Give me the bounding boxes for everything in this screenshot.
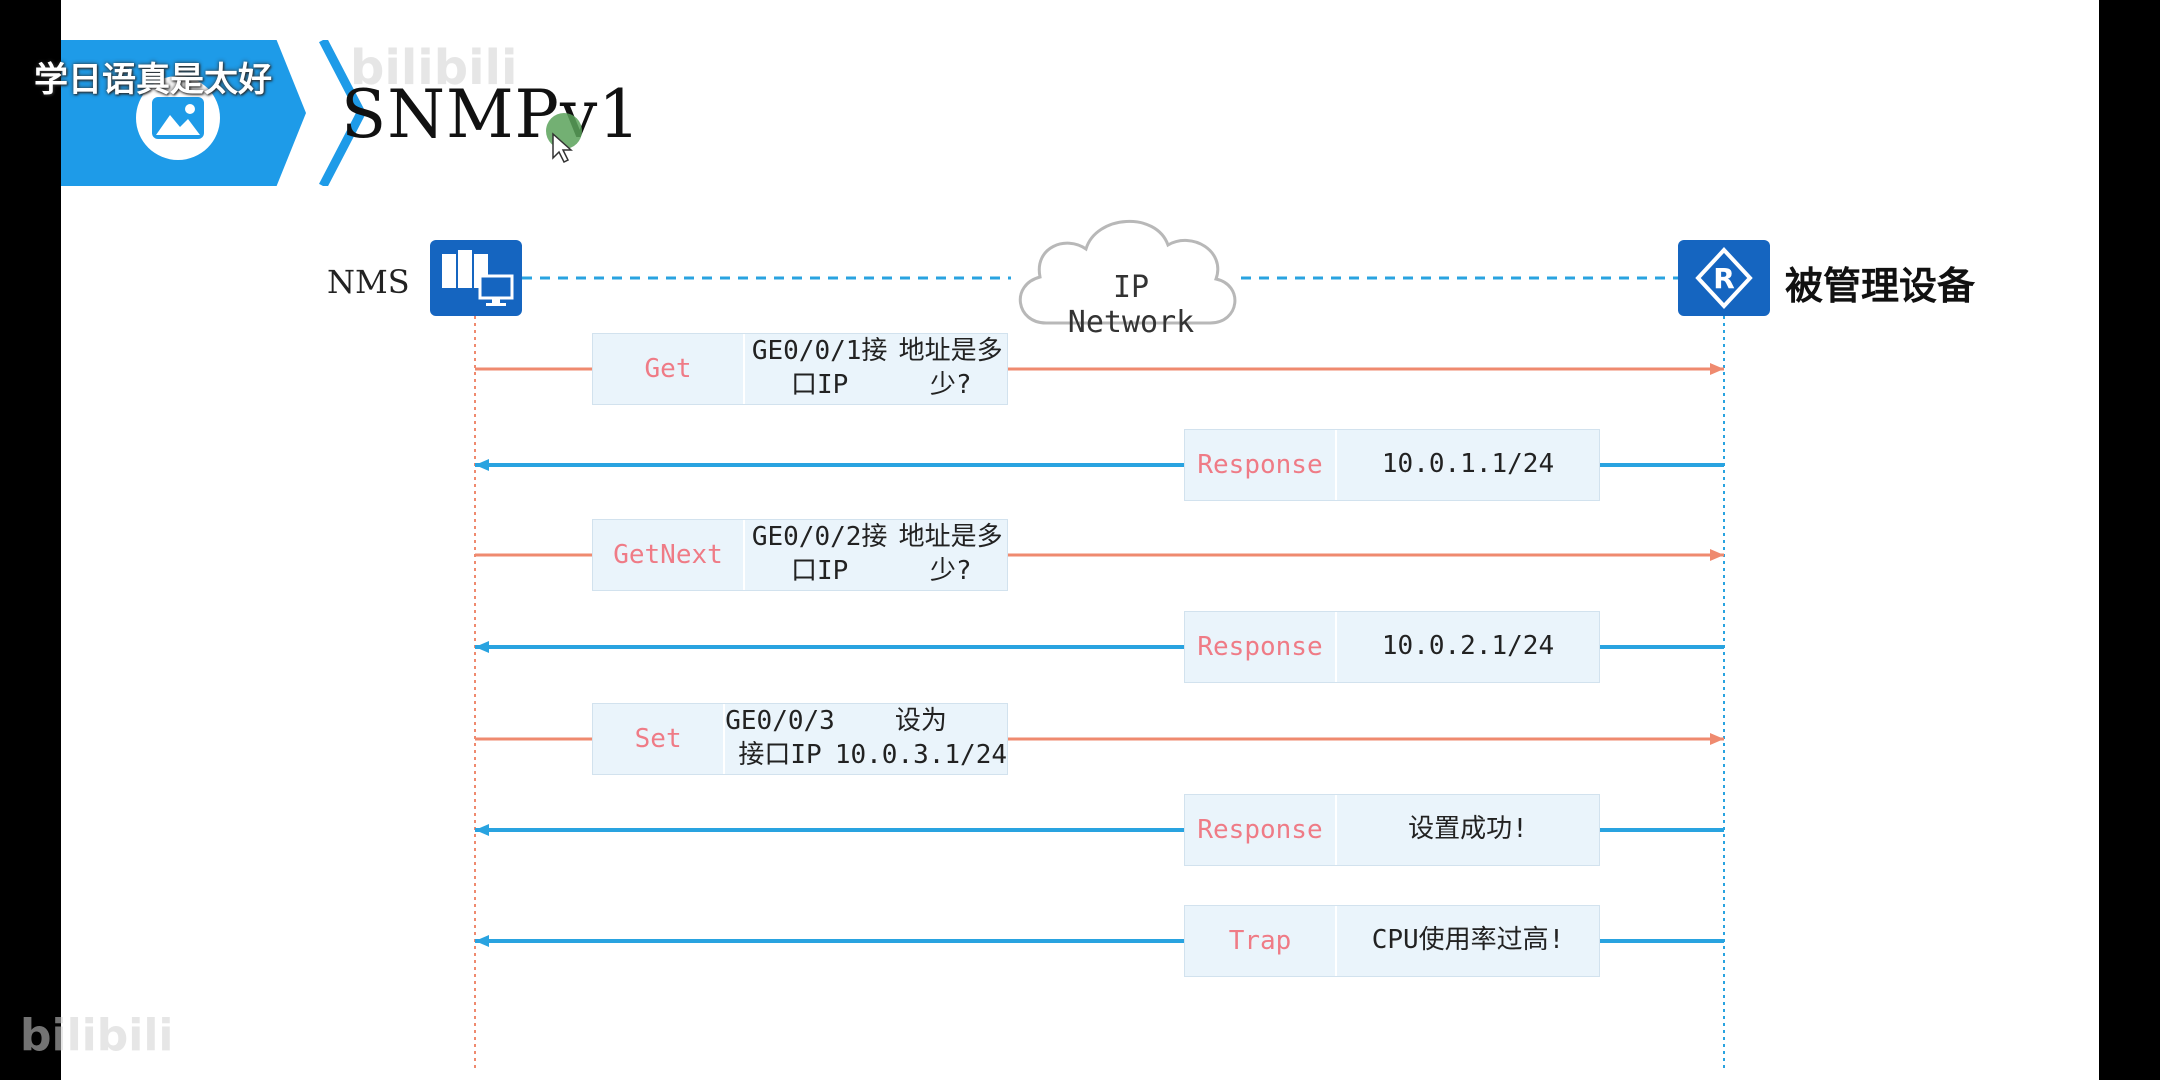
bilibili-watermark-bottom: bilibili: [20, 1010, 174, 1061]
header-chevron: [319, 40, 367, 186]
network-label: IP Network: [1067, 270, 1195, 340]
message-type: Response: [1185, 795, 1337, 865]
message-line-1: GE0/0/2接口IP: [751, 522, 888, 586]
slide-title: SNMPv1: [341, 76, 642, 153]
arrow-head-icon: [475, 641, 489, 653]
message-line-1: 设置成功!: [1408, 814, 1528, 845]
message-type: Get: [593, 334, 745, 404]
arrow-head-icon: [475, 935, 489, 947]
cursor-icon: [552, 132, 573, 164]
message-line-1: CPU使用率过高!: [1371, 925, 1565, 956]
message-line-2: 设为10.0.3.1/24: [834, 706, 1008, 770]
server-icon: [430, 240, 522, 316]
arrow-head-icon: [1710, 549, 1724, 561]
message-line-2: 地址是多少?: [898, 522, 1003, 586]
message-content: 10.0.2.1/24: [1337, 612, 1599, 682]
router-icon: R: [1678, 240, 1770, 316]
message-line-1: GE0/0/1接口IP: [751, 336, 888, 400]
image-icon: [136, 76, 220, 160]
arrow-head-icon: [475, 824, 489, 836]
arrow-head-icon: [1710, 733, 1724, 745]
video-caption: 学日语真是太好: [34, 60, 272, 100]
message-box: Response 10.0.1.1/24: [1184, 429, 1600, 501]
message-box: Trap CPU使用率过高!: [1184, 905, 1600, 977]
message-type: Response: [1185, 612, 1337, 682]
nms-label: NMS: [327, 263, 410, 301]
bilibili-watermark: bilibili: [350, 40, 518, 96]
message-content: 10.0.1.1/24: [1337, 430, 1599, 500]
message-line-1: 10.0.1.1/24: [1381, 449, 1555, 480]
message-line-1: 10.0.2.1/24: [1381, 631, 1555, 662]
message-type: Trap: [1185, 906, 1337, 976]
message-type: Response: [1185, 430, 1337, 500]
arrow-head-icon: [1710, 363, 1724, 375]
message-content: 设置成功!: [1337, 795, 1599, 865]
message-type: Set: [593, 704, 726, 774]
message-box: Response 10.0.2.1/24: [1184, 611, 1600, 683]
device-label: 被管理设备: [1785, 264, 1976, 308]
cloud-icon: [1019, 220, 1237, 325]
message-content: CPU使用率过高!: [1337, 906, 1599, 976]
svg-text:R: R: [1713, 262, 1735, 295]
message-line-1: GE0/0/3接口IP: [725, 706, 835, 770]
message-line-2: 地址是多少?: [898, 336, 1003, 400]
message-type: GetNext: [593, 520, 745, 590]
arrow-head-icon: [475, 459, 489, 471]
sequence-lines: [474, 276, 1725, 1070]
message-box: Response 设置成功!: [1184, 794, 1600, 866]
